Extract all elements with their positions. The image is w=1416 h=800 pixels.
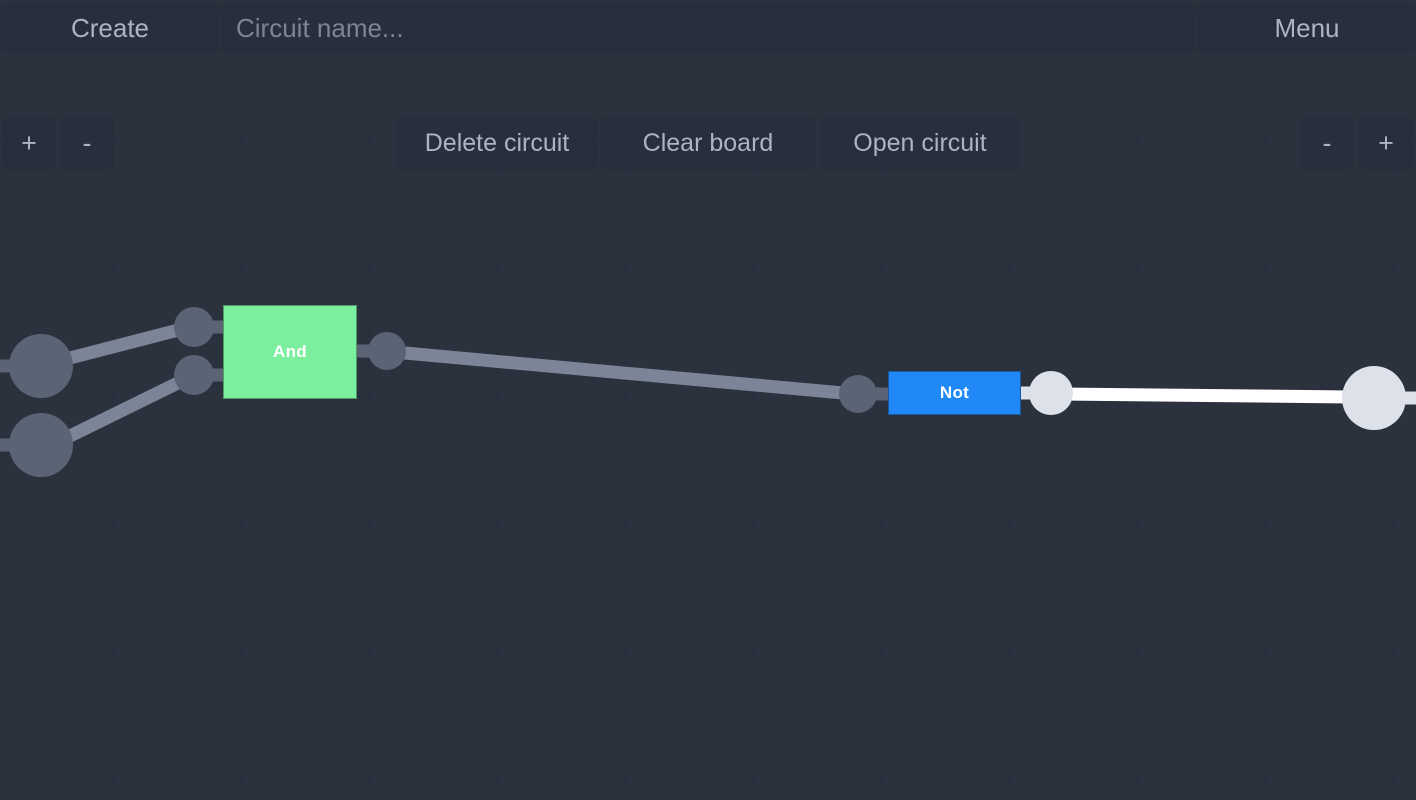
wire-and-to-not[interactable] [393, 345, 855, 401]
zoom-out-left-button[interactable]: - [60, 116, 114, 170]
output-node[interactable] [1342, 366, 1406, 430]
delete-circuit-button[interactable]: Delete circuit [396, 116, 598, 170]
and-input-2[interactable] [174, 355, 214, 395]
create-button[interactable]: Create [0, 2, 220, 54]
zoom-in-left-button[interactable]: + [2, 116, 56, 170]
open-circuit-button[interactable]: Open circuit [820, 116, 1020, 170]
gate-label: Not [939, 383, 970, 402]
not-output[interactable] [1029, 371, 1073, 415]
clear-board-button[interactable]: Clear board [600, 116, 816, 170]
circuit-name-input[interactable] [222, 2, 1196, 54]
input-node-a[interactable] [9, 334, 73, 398]
zoom-out-right-button[interactable]: - [1300, 116, 1354, 170]
gate-and[interactable]: And [223, 305, 357, 399]
not-input[interactable] [839, 375, 877, 413]
menu-button[interactable]: Menu [1198, 2, 1416, 54]
toolbar-second: + - Delete circuit Clear board Open circ… [0, 58, 1416, 170]
wire-a-to-and-in1[interactable] [64, 320, 192, 366]
gate-label: And [273, 342, 307, 361]
toolbar-bottom-palette: AndNotNandTest [0, 738, 1416, 800]
and-input-1[interactable] [174, 307, 214, 347]
zoom-in-right-button[interactable]: + [1358, 116, 1414, 170]
input-node-b[interactable] [9, 413, 73, 477]
toolbar-top: Create Menu [0, 0, 1416, 56]
and-output[interactable] [368, 332, 406, 370]
gate-not[interactable]: Not [888, 371, 1021, 415]
wire-b-to-and-in2[interactable] [63, 371, 193, 444]
wire-not-to-output[interactable] [1059, 387, 1351, 404]
